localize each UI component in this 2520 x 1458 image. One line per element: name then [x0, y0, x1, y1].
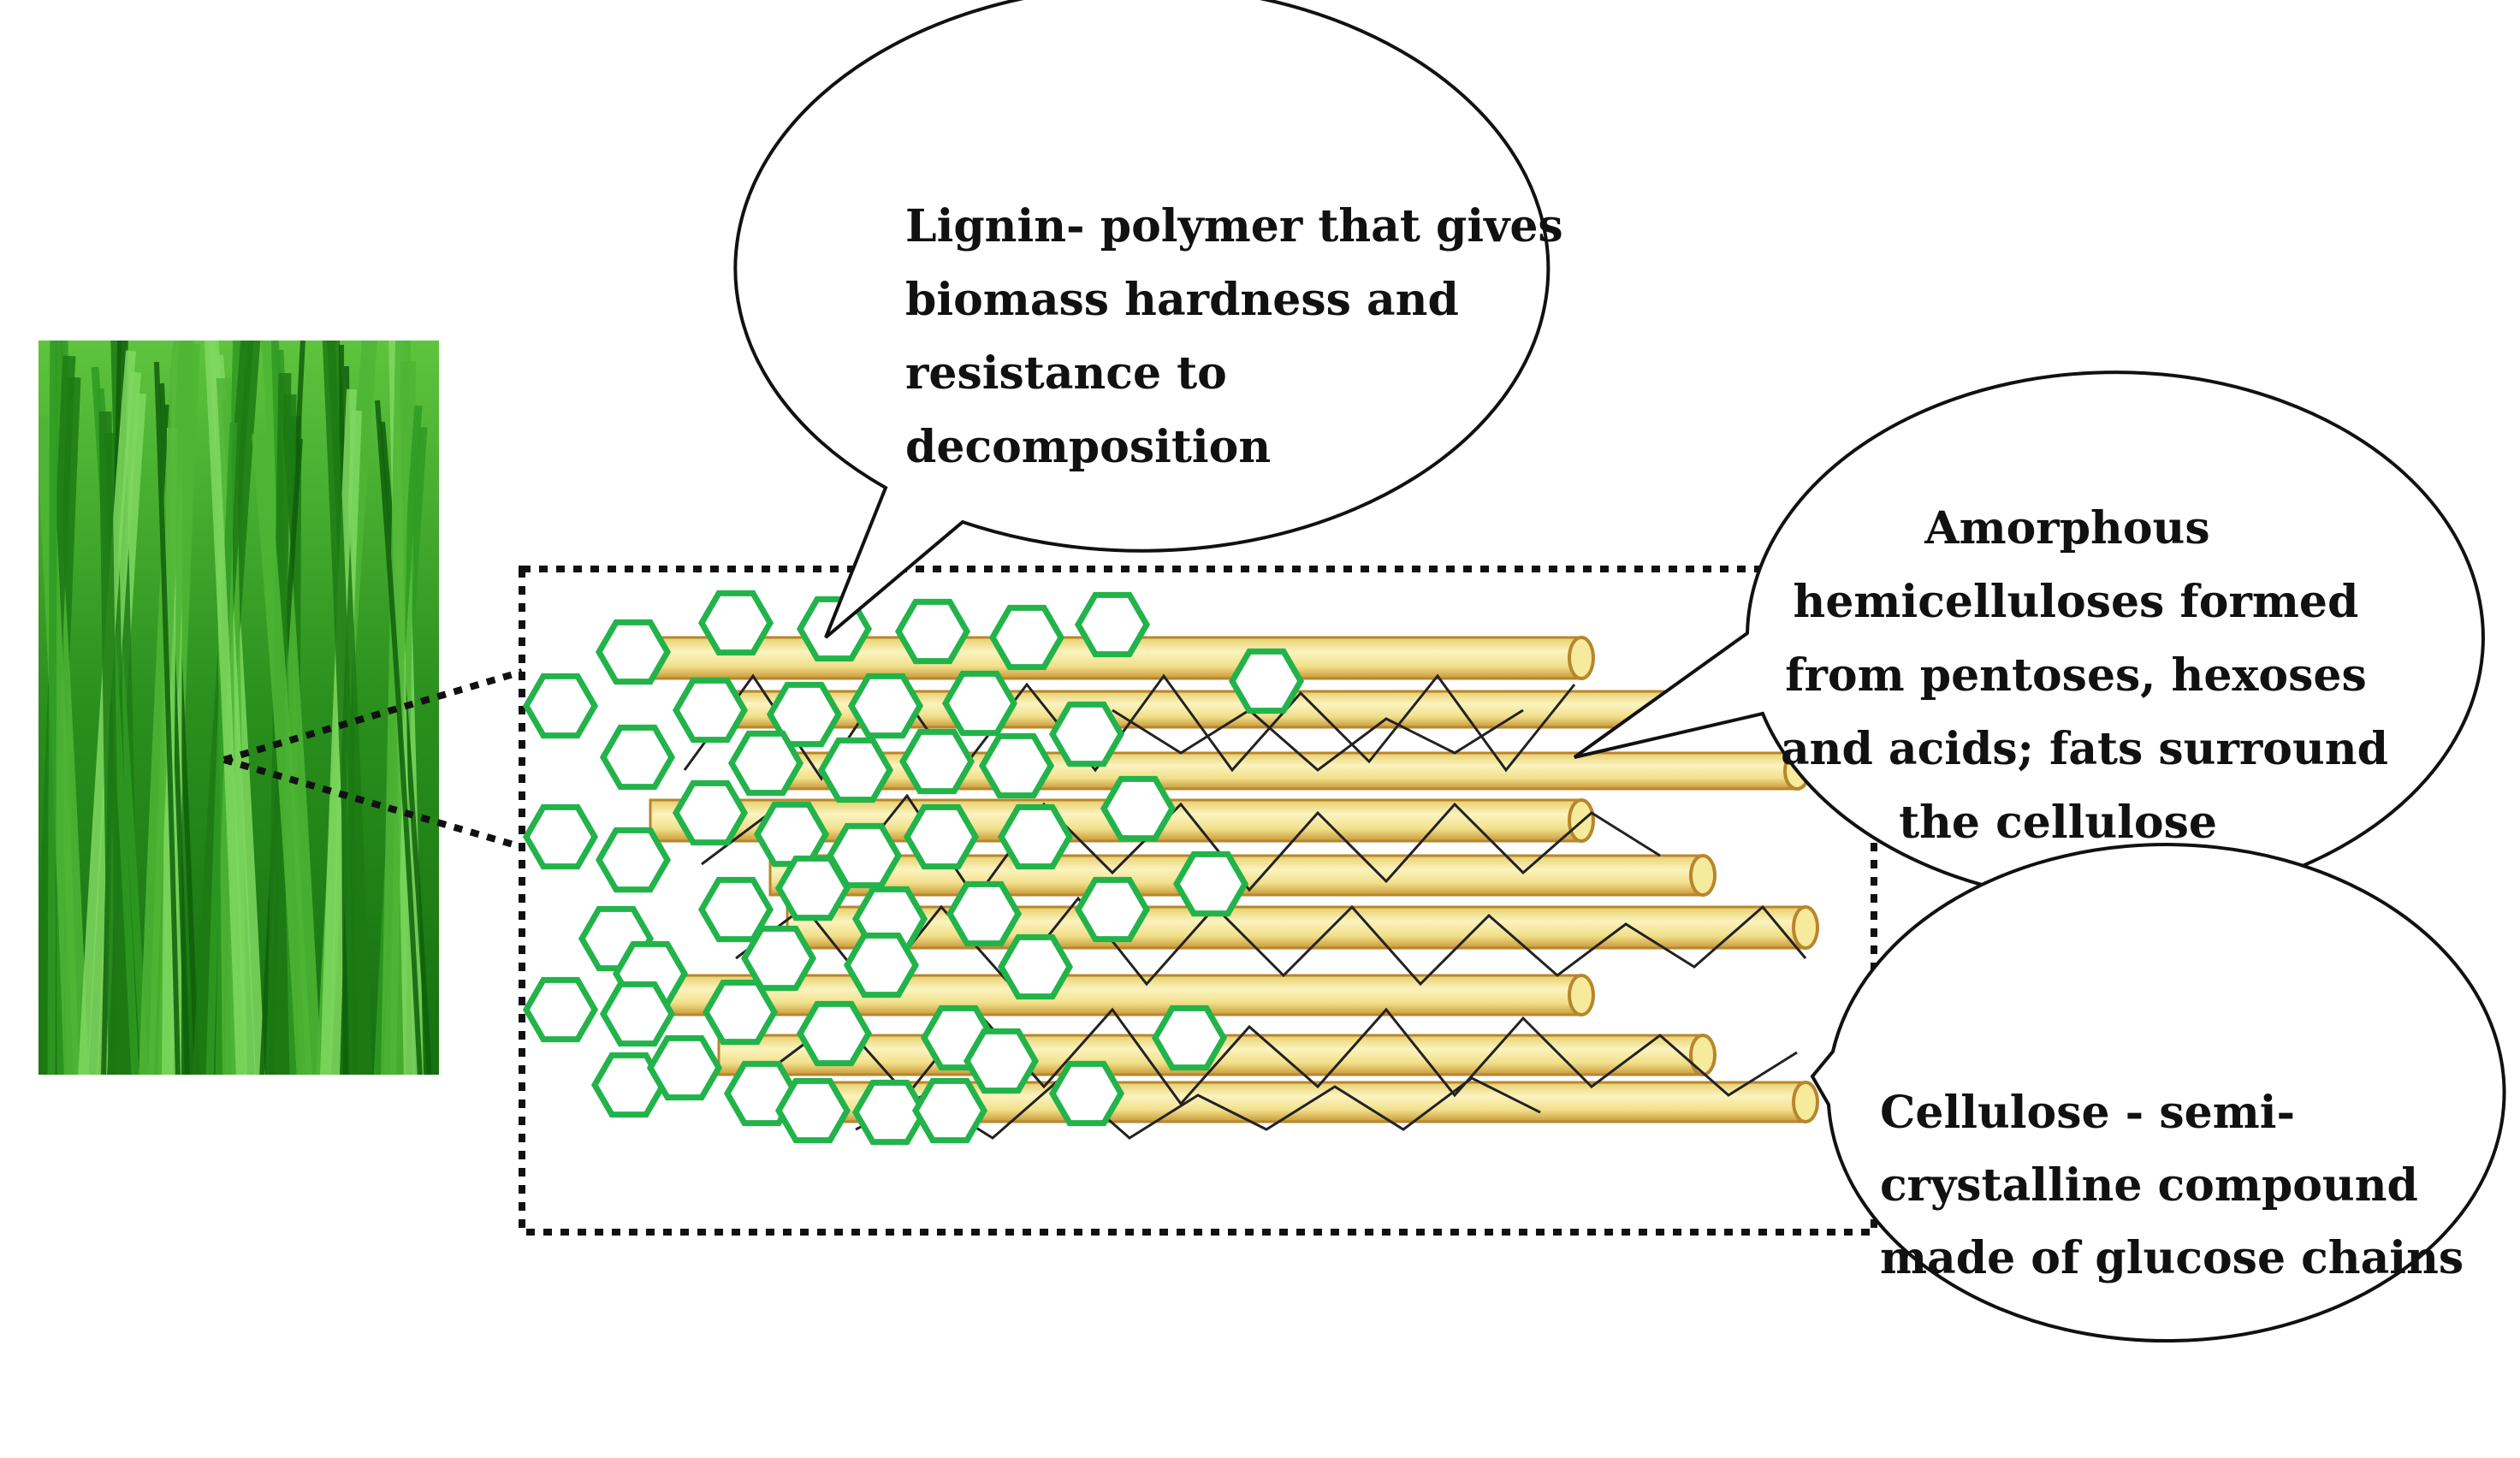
grass-blade [205, 422, 238, 1075]
hexagon-ring-icon [997, 933, 1074, 1000]
hexagon-ring-icon [672, 677, 749, 744]
hexagon-ring-icon [646, 1034, 723, 1101]
hexagon-ring-icon [1074, 876, 1151, 943]
zoom-line-top [222, 668, 524, 763]
hexagon-ring-icon [595, 827, 672, 893]
grass-blade [322, 341, 364, 1075]
hemicellulose-line-4: and acids; fats surround [1781, 723, 2388, 775]
cellulose-bubble [1810, 843, 2506, 1343]
hexagon-ring-icon [595, 619, 672, 685]
detail-box [519, 566, 1877, 1236]
hexagon-ring-icon [963, 1028, 1040, 1094]
hexagon-ring-icon [766, 681, 843, 748]
hexagon-ring-icon [753, 801, 830, 868]
hexagon-ring-icon [740, 925, 817, 992]
grass-blade [39, 1028, 41, 1075]
grass-blade [320, 388, 357, 1075]
hexagon-ring-icon [988, 604, 1065, 671]
hexagon-ring-icon [774, 1077, 851, 1144]
hexagon-ring-icon [522, 976, 599, 1043]
grass-blade [260, 341, 322, 1075]
hemicellulose-line-3: from pentoses, hexoses [1785, 649, 2367, 702]
hemicellulose-line-1: Amorphous [1924, 502, 2209, 554]
hexagon-ring-icon [851, 1079, 928, 1146]
hexagon-ring-icon [894, 598, 971, 665]
cellulose-line-2: crystalline compound [1880, 1159, 2418, 1212]
hexagon-ring-icon [911, 1077, 988, 1144]
grass-blade [139, 341, 188, 1075]
hexagon-ring-icon [727, 730, 804, 797]
grass-blade [375, 400, 423, 1075]
hexagon-ring-icon [843, 932, 920, 999]
hexagon-ring-icon [817, 737, 894, 803]
hexagon-ring-icon [672, 779, 749, 846]
hexagon-ring-icon [903, 803, 980, 870]
hexagon-ring-icon [1172, 850, 1249, 917]
hexagon-ring-icon [978, 732, 1055, 799]
grass-blade [39, 416, 80, 1075]
cellulose-description: Cellulose - semi- crystalline compound m… [1880, 1087, 2464, 1284]
hexagon-ring-icon [997, 803, 1074, 870]
grass-blade [98, 411, 122, 1075]
lignin-line-2: biomass hardness and [905, 274, 1459, 326]
zigzag-chain-icon [735, 896, 1807, 995]
cylinder-rod-icon [786, 905, 1819, 950]
hexagon-ring-icon [702, 979, 779, 1046]
hexagon-ring-icon [1048, 1060, 1125, 1127]
lignin-line-4: decomposition [905, 421, 1271, 473]
hexagon-ring-icon [1228, 648, 1305, 714]
hexagon-ring-icon [697, 590, 774, 656]
hexagon-ring-icon [599, 724, 676, 791]
hemicellulose-callout: Amorphous hemicelluloses formed from pen… [1573, 370, 2485, 905]
cellulose-line-3: made of glucose chains [1880, 1232, 2464, 1284]
grass-blade [204, 341, 246, 1075]
hexagon-ring-icon [590, 1052, 667, 1118]
grass-blade [252, 433, 312, 1075]
cellulose-line-1: Cellulose - semi- [1880, 1087, 2295, 1139]
hemicellulose-line-2: hemicelluloses formed [1794, 576, 2359, 628]
grass-blade [380, 421, 432, 1075]
hexagon-ring-icon [1048, 701, 1125, 768]
hexagon-ring-icon [599, 981, 676, 1047]
lignin-line-1: Lignin- polymer that gives [905, 200, 1563, 252]
lignin-line-3: resistance to [905, 347, 1227, 400]
lignin-description: Lignin- polymer that gives biomass hardn… [905, 200, 1579, 473]
lignin-bubble [733, 0, 1551, 639]
grass-blade [47, 341, 58, 1075]
cylinder-rod-icon [666, 974, 1595, 1016]
hexagon-ring-icon [1100, 775, 1177, 842]
hemicellulose-line-5: the cellulose [1899, 797, 2217, 849]
lignin-hexagons [522, 590, 1305, 1146]
hemicellulose-description: Amorphous hemicelluloses formed from pen… [1781, 502, 2404, 849]
hexagon-ring-icon [522, 673, 599, 739]
hexagon-ring-icon [941, 670, 1018, 737]
hexagon-ring-icon [774, 855, 851, 922]
hexagon-ring-icon [946, 880, 1023, 947]
hexagon-ring-icon [847, 673, 924, 739]
zigzag-chain-icon [1112, 708, 1524, 772]
cellulose-callout: Cellulose - semi- crystalline compound m… [1810, 843, 2506, 1343]
hexagon-ring-icon [796, 1000, 873, 1067]
zoom-line-bottom [222, 756, 524, 850]
hexagon-ring-icon [1151, 1005, 1228, 1071]
hexagon-ring-icon [522, 803, 599, 870]
hexagon-ring-icon [898, 728, 975, 795]
grass-blade [154, 361, 181, 1075]
lignin-callout: Lignin- polymer that gives biomass hardn… [733, 0, 1579, 639]
hexagon-ring-icon [1074, 591, 1151, 658]
grass-photo [39, 341, 439, 1075]
